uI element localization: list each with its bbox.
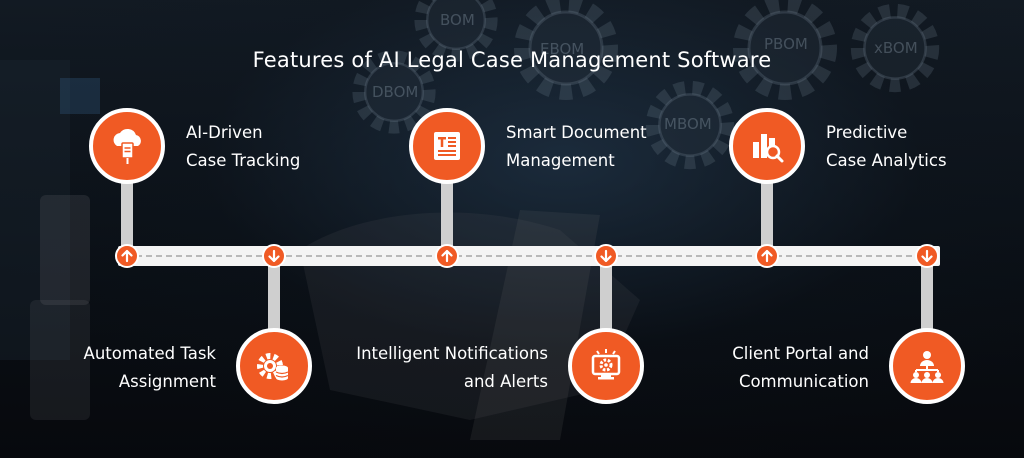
- arrow-up-icon: [115, 244, 139, 268]
- gear-label: xBOM: [874, 39, 918, 57]
- text-document-icon: [434, 132, 460, 160]
- feature-title-line: and Alerts: [463, 372, 548, 391]
- connector-stem: [921, 258, 933, 348]
- feature-badge-client-portal: [889, 328, 965, 404]
- feature-badge-case-tracking: [89, 108, 165, 184]
- gear-label: DBOM: [372, 83, 418, 101]
- timeline-dashed-line: [126, 255, 932, 257]
- feature-title-line: Case Analytics: [826, 151, 947, 170]
- arrow-down-icon: [594, 244, 618, 268]
- feature-label-client-portal: Client Portal and Communication: [680, 340, 869, 396]
- arrow-up-icon: [755, 244, 779, 268]
- feature-label-document-management: Smart Document Management: [506, 119, 647, 175]
- feature-label-notifications: Intelligent Notifications and Alerts: [320, 340, 548, 396]
- feature-title-line: Case Tracking: [186, 151, 301, 170]
- feature-title-line: AI-Driven: [186, 123, 263, 142]
- gear-label: EBOM: [540, 40, 584, 58]
- people-network-icon: [910, 351, 944, 383]
- feature-title-line: Management: [506, 151, 615, 170]
- gear-label: BOM: [440, 11, 475, 29]
- feature-label-task-assignment: Automated Task Assignment: [40, 340, 216, 396]
- feature-badge-notifications: [568, 328, 644, 404]
- feature-label-case-analytics: Predictive Case Analytics: [826, 119, 947, 175]
- bar-chart-magnifier-icon: [753, 134, 784, 163]
- connector-stem: [600, 258, 612, 348]
- cloud-document-icon: [113, 128, 141, 164]
- feature-title-line: Communication: [738, 372, 869, 391]
- feature-badge-case-analytics: [729, 108, 805, 184]
- page-title: Features of AI Legal Case Management Sof…: [252, 48, 772, 72]
- feature-title-line: Predictive: [826, 123, 908, 142]
- feature-title-line: Assignment: [118, 372, 216, 391]
- feature-title-line: Smart Document: [506, 123, 647, 142]
- connector-stem: [268, 258, 280, 348]
- arrow-up-icon: [435, 244, 459, 268]
- feature-badge-document-management: [409, 108, 485, 184]
- arrow-down-icon: [915, 244, 939, 268]
- gear-label: MBOM: [664, 115, 712, 133]
- feature-title-line: Client Portal and: [732, 344, 869, 363]
- arrow-down-icon: [262, 244, 286, 268]
- feature-title-line: Intelligent Notifications: [356, 344, 548, 363]
- feature-badge-task-assignment: [236, 328, 312, 404]
- monitor-gear-icon: [591, 349, 621, 380]
- feature-label-case-tracking: AI-Driven Case Tracking: [186, 119, 300, 175]
- gear-database-icon: [257, 353, 289, 381]
- feature-title-line: Automated Task: [83, 344, 216, 363]
- gear-label: PBOM: [764, 35, 808, 53]
